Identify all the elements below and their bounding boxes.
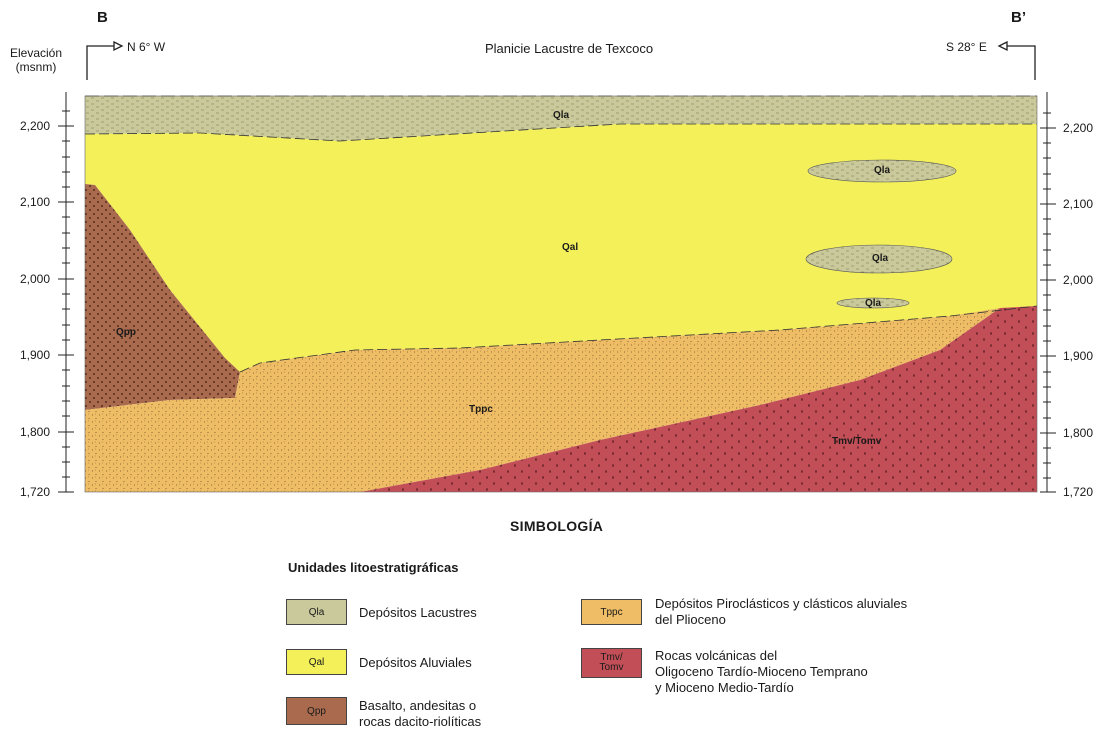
- legend-swatch-qla: Qla: [286, 599, 347, 625]
- label-qla-lens-2: Qla: [872, 253, 888, 264]
- legend-text-qpp-line1: Basalto, andesitas o: [359, 698, 481, 714]
- legend-code-tppc: Tppc: [600, 607, 622, 618]
- legend-text-qpp: Basalto, andesitas o rocas dacito-riolít…: [359, 698, 481, 730]
- legend-text-tmv-line2: Oligoceno Tardío-Mioceno Temprano: [655, 664, 868, 680]
- legend-text-tppc: Depósitos Piroclásticos y clásticos aluv…: [655, 596, 907, 628]
- legend-code-qal: Qal: [309, 657, 325, 668]
- legend-code-qla: Qla: [309, 607, 325, 618]
- legend-text-qal: Depósitos Aluviales: [359, 655, 472, 671]
- legend-subtitle: Unidades litoestratigráficas: [288, 560, 459, 575]
- section-end-marker: [999, 42, 1035, 80]
- legend-title: SIMBOLOGÍA: [510, 518, 603, 534]
- legend-text-tmv-line1: Rocas volcánicas del: [655, 648, 868, 664]
- legend-text-qpp-line2: rocas dacito-riolíticas: [359, 714, 481, 730]
- legend-swatch-qpp: Qpp: [286, 697, 347, 725]
- legend-text-tmv: Rocas volcánicas del Oligoceno Tardío-Mi…: [655, 648, 868, 696]
- legend-swatch-tppc: Tppc: [581, 599, 642, 625]
- label-qal: Qal: [562, 242, 578, 253]
- legend-text-tppc-line2: del Plioceno: [655, 612, 907, 628]
- legend-text-tmv-line3: y Mioceno Medio-Tardío: [655, 680, 868, 696]
- legend-swatch-qal: Qal: [286, 649, 347, 675]
- label-qla-lens-1: Qla: [874, 165, 890, 176]
- legend-code-qpp: Qpp: [307, 706, 326, 717]
- label-qla-top: Qla: [553, 110, 569, 121]
- label-qpp: Qpp: [116, 327, 136, 338]
- legend-swatch-tmv: Tmv/ Tomv: [581, 648, 642, 678]
- section-start-marker: [87, 42, 122, 80]
- legend-code-tmv-line2: Tomv: [600, 663, 624, 673]
- label-tmv: Tmv/Tomv: [832, 436, 881, 447]
- legend-text-qla: Depósitos Lacustres: [359, 605, 477, 621]
- label-qla-lens-3: Qla: [865, 298, 881, 309]
- right-axis-ticks: [1040, 113, 1056, 492]
- legend-text-tppc-line1: Depósitos Piroclásticos y clásticos aluv…: [655, 596, 907, 612]
- label-tppc: Tppc: [469, 404, 493, 415]
